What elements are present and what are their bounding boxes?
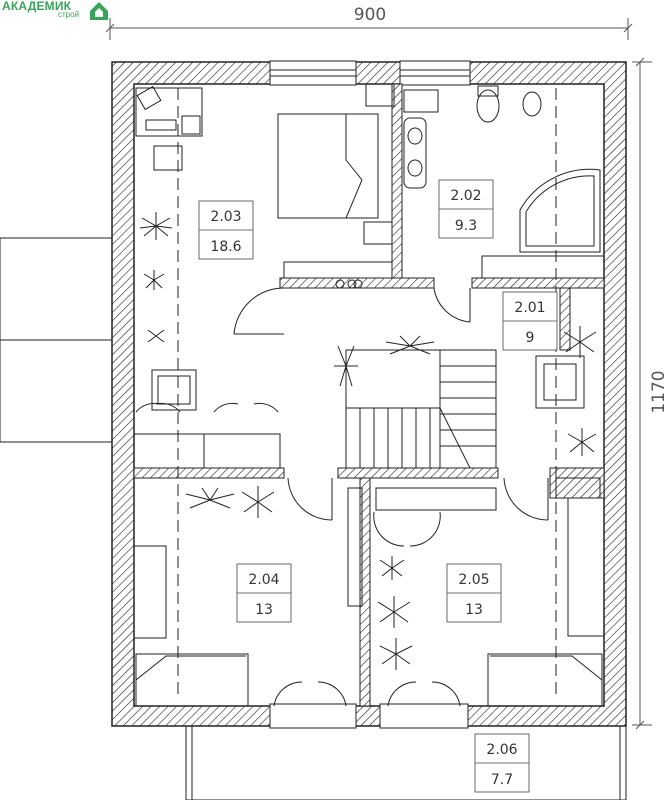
plant-icon <box>379 638 413 670</box>
plant-icon <box>379 556 405 580</box>
plant-icon <box>563 326 597 358</box>
room-label-201: 2.01 9 <box>502 291 558 351</box>
plant-icon <box>567 428 597 456</box>
dimension-top <box>105 18 633 40</box>
company-logo: АКАДЕМИК строй <box>2 0 108 22</box>
doors <box>233 287 549 707</box>
windows <box>269 60 471 729</box>
room-area: 13 <box>255 602 273 618</box>
room-area: 9 <box>526 330 535 346</box>
staircase <box>345 349 497 469</box>
plant-icon <box>147 329 165 343</box>
room-area: 18.6 <box>210 239 241 255</box>
interior-walls <box>133 83 605 707</box>
plant-icon <box>185 487 235 509</box>
room-area: 9.3 <box>455 218 477 234</box>
room-number: 2.06 <box>486 742 517 758</box>
plant-icons <box>139 212 597 670</box>
room-number: 2.05 <box>458 572 489 588</box>
plant-icon <box>241 486 275 518</box>
room-label-204: 2.04 13 <box>236 563 292 623</box>
room-label-206: 2.06 7.7 <box>474 733 530 793</box>
room-number: 2.01 <box>514 300 545 316</box>
left-annex <box>0 237 113 443</box>
logo-subtitle: строй <box>58 10 80 19</box>
house-icon <box>90 2 108 20</box>
plant-icon <box>334 345 358 387</box>
room-label-205: 2.05 13 <box>446 563 502 623</box>
logo-name: АКАДЕМИК <box>2 0 72 13</box>
plant-icon <box>143 270 165 290</box>
plant-icon <box>139 212 173 240</box>
room-area: 13 <box>465 602 483 618</box>
bed-203 <box>277 113 379 219</box>
furniture <box>133 83 605 707</box>
room-number: 2.02 <box>450 188 481 204</box>
balcony <box>185 723 627 800</box>
room-label-203: 2.03 18.6 <box>198 200 254 260</box>
room-label-202: 2.02 9.3 <box>438 179 494 239</box>
dimension-right <box>632 57 652 730</box>
dimension-height-label: 1170 <box>649 370 669 413</box>
room-number: 2.04 <box>248 572 279 588</box>
room-number: 2.03 <box>210 209 241 225</box>
plant-icon <box>377 596 411 628</box>
plant-icon <box>385 335 435 355</box>
dimension-width-label: 900 <box>354 5 386 25</box>
beam-lines <box>177 88 557 700</box>
room-area: 7.7 <box>491 772 513 788</box>
